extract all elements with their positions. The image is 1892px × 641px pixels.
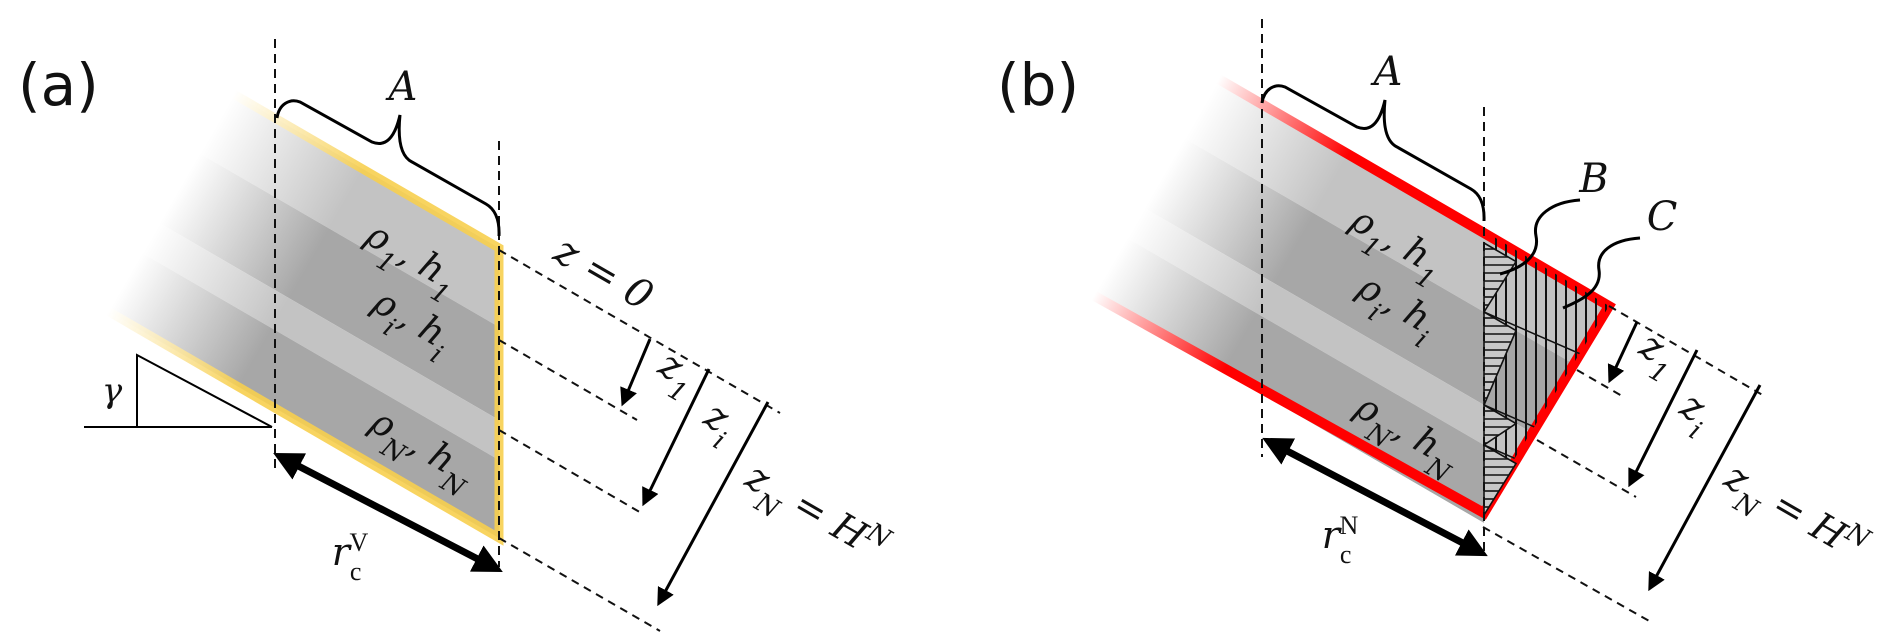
total-depth-label: zN = HN [731, 451, 897, 581]
region-b-leader [1499, 198, 1581, 276]
radius-superscript: V [349, 528, 368, 557]
layer-band [60, 72, 499, 420]
total-depth-label: zN = HN [1710, 451, 1876, 581]
surface-label: z = 0 [545, 227, 660, 320]
slab [1042, 0, 1616, 523]
region-c-leader [1562, 236, 1641, 310]
depth-label: z1 [644, 341, 705, 409]
slope-triangle [136, 353, 273, 428]
radius-label: rcN [1322, 511, 1359, 569]
radius-label: rcV [332, 528, 369, 586]
depth-arrow [620, 338, 652, 407]
layer-band [1045, 57, 1609, 484]
radius-superscript: N [1339, 511, 1358, 540]
depth-arrow [1648, 384, 1762, 592]
depth-reference-line [1608, 305, 1767, 398]
brace-label-a: A [385, 64, 418, 110]
depth-label: z1 [1625, 322, 1686, 390]
depth-arrow [1628, 349, 1699, 488]
depth-reference-line [1536, 439, 1637, 498]
layer-band [1045, 0, 1609, 391]
depth-arrow [642, 368, 711, 507]
panel-label: (a) [18, 51, 99, 119]
depth-arrow [1607, 321, 1639, 384]
region-c-label: C [1647, 194, 1678, 240]
radius-symbol: r [1322, 513, 1343, 557]
layer-band [1045, 150, 1609, 523]
depth-reference-line [1482, 526, 1652, 623]
depth-reference-line [498, 249, 781, 414]
radius-arrow [273, 452, 503, 573]
brace-label-a: A [1370, 49, 1403, 95]
depth-symbol: z [696, 392, 737, 441]
region-b-label: B [1578, 156, 1608, 202]
depth-reference-line [498, 537, 661, 632]
depth-reference-line [498, 339, 638, 421]
depth-reference-line [1576, 369, 1623, 397]
slab-border [57, 0, 504, 546]
layer-band [60, 165, 499, 460]
depth-reference-line [498, 429, 644, 515]
radius-symbol: r [332, 530, 353, 574]
layer-boundary-line [1484, 311, 1609, 381]
depth-label: zi [1666, 382, 1720, 446]
brace-a [275, 99, 501, 237]
brace-a [1260, 84, 1486, 222]
radius-arrow [1262, 437, 1488, 557]
radius-subscript: c [350, 557, 362, 586]
layer-band [60, 0, 499, 327]
panel-label: (b) [997, 51, 1079, 119]
layer-stack [1045, 0, 1609, 523]
radius-subscript: c [1340, 540, 1352, 569]
depth-arrow [657, 401, 770, 607]
slope-angle-label: γ [102, 371, 123, 411]
depth-label: zi [690, 392, 744, 456]
